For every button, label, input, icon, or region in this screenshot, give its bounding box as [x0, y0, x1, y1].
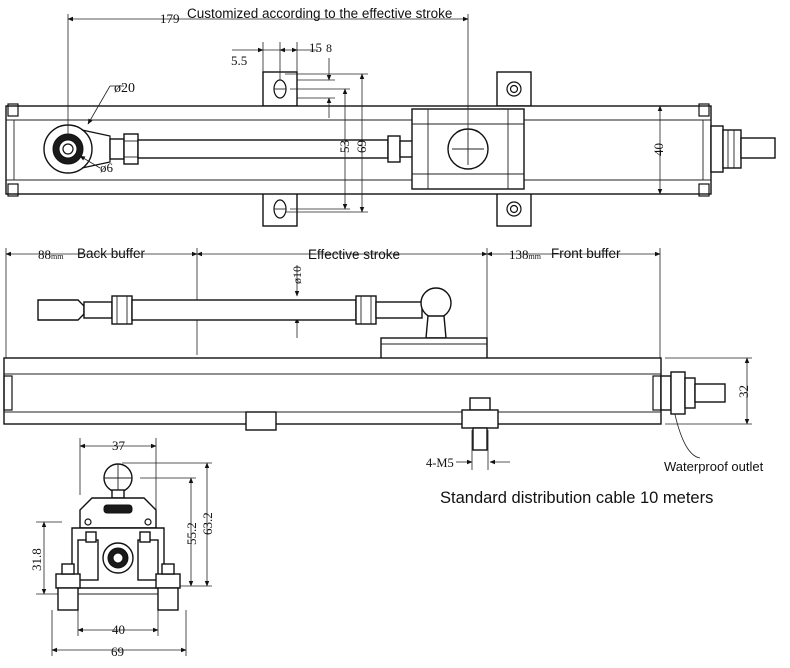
end-view: 37 55.2 63.2 31.8 40 69 [29, 438, 215, 659]
dimension-lines-end [36, 438, 212, 656]
dim-31-8: 31.8 [29, 548, 44, 571]
mounting-clip-side [245, 411, 277, 431]
top-view: 179 Customized according to the effectiv… [5, 6, 776, 227]
dim-138: 138mm [509, 247, 542, 262]
dim-37: 37 [112, 438, 126, 453]
note-custom-stroke: Customized according to the effective st… [187, 6, 452, 21]
side-view: 88mm Back buffer Effective stroke 138mm … [3, 246, 764, 474]
dim-4m5: 4-M5 [426, 456, 454, 470]
dim-phi20: ø20 [114, 81, 135, 96]
cable-note: Standard distribution cable 10 meters [440, 489, 713, 507]
mounting-tab-top-right [496, 71, 532, 107]
rod-assembly-top [109, 133, 456, 165]
cable-gland-top [710, 125, 776, 173]
label-effective-stroke: Effective stroke [308, 247, 400, 262]
dim-69-end: 69 [111, 644, 124, 659]
dim-32: 32 [736, 385, 751, 398]
dimension-lines-side [5, 248, 752, 470]
dimension-lines-top [67, 14, 711, 213]
dim-5-5: 5.5 [231, 53, 247, 68]
dim-88: 88mm [38, 247, 64, 262]
cable-gland-side [660, 371, 726, 415]
dim-phi10: ø10 [290, 266, 304, 284]
dim-69: 69 [354, 140, 369, 153]
mounting-tab-bottom-right [496, 191, 532, 227]
label-waterproof-outlet: Waterproof outlet [664, 459, 764, 474]
housing-side [3, 357, 662, 425]
dim-40-end: 40 [112, 622, 125, 637]
dim-55-2: 55.2 [184, 522, 199, 545]
end-view-body [55, 463, 181, 611]
dim-8: 8 [326, 41, 332, 55]
rod-side [37, 287, 452, 339]
label-back-buffer: Back buffer [77, 246, 146, 261]
dim-63-2: 63.2 [200, 512, 215, 535]
dim-phi6: ø6 [100, 160, 114, 175]
dim-179: 179 [160, 11, 180, 26]
dim-15: 15 [309, 40, 322, 55]
dim-53: 53 [337, 140, 352, 153]
label-front-buffer: Front buffer [551, 246, 621, 261]
mounting-screw-side [461, 397, 499, 451]
dim-40-top: 40 [651, 143, 666, 156]
